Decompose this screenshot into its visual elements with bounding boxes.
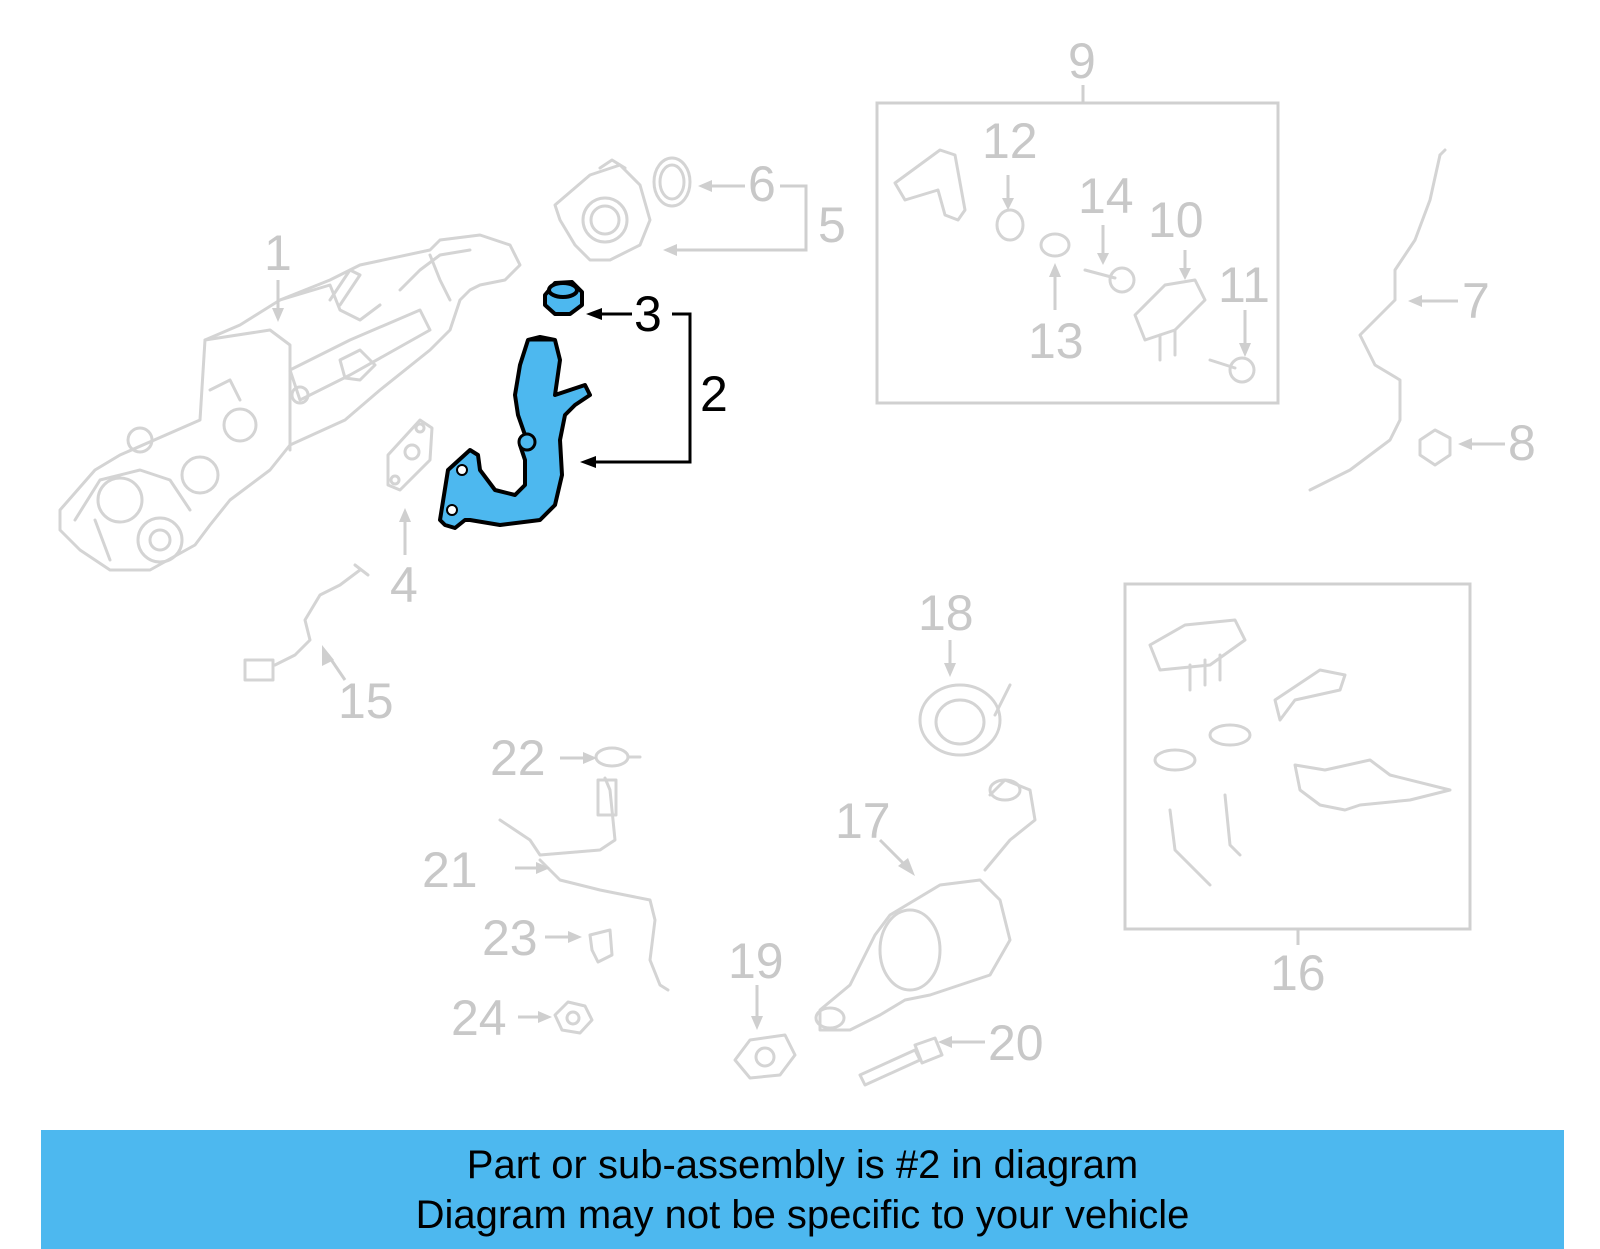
callout-4: 4 — [390, 557, 418, 613]
callout-11: 11 — [1218, 257, 1270, 313]
part-5-housing — [553, 158, 652, 262]
callout-14: 14 — [1078, 168, 1134, 224]
callout-leaders — [272, 85, 1505, 1048]
part-22-clamp — [594, 746, 642, 768]
callout-3: 3 — [634, 286, 662, 342]
callout-leaders-highlighted — [580, 308, 692, 468]
part-6-o-ring — [652, 156, 692, 208]
part-16-kit-contents — [1148, 618, 1452, 887]
callout-23: 23 — [482, 910, 538, 966]
callout-17: 17 — [835, 793, 891, 849]
callout-1: 1 — [264, 225, 292, 281]
part-7-tube — [1308, 148, 1447, 492]
callout-numbers: 1 2 3 4 5 6 7 8 9 10 11 12 13 14 15 16 1… — [264, 33, 1536, 1071]
part-19-gasket — [733, 1033, 797, 1080]
callout-6: 6 — [748, 156, 776, 212]
callout-24: 24 — [451, 990, 507, 1046]
callout-15: 15 — [338, 673, 394, 729]
part-3-cap — [543, 280, 584, 316]
part-4-gasket — [386, 418, 434, 492]
part-16-kit-box — [1123, 582, 1472, 931]
callout-21: 21 — [422, 842, 478, 898]
callout-12: 12 — [982, 113, 1038, 169]
callout-7: 7 — [1462, 273, 1490, 329]
part-8-nut — [1418, 428, 1452, 467]
info-banner: Part or sub-assembly is #2 in diagram Di… — [41, 1130, 1564, 1249]
part-18-ring — [918, 683, 1012, 757]
part-21-tube — [498, 776, 670, 992]
part-9-kit-box — [875, 101, 1280, 405]
callout-20: 20 — [988, 1015, 1044, 1071]
callout-5: 5 — [818, 197, 846, 253]
callout-22: 22 — [490, 730, 546, 786]
banner-line-1: Part or sub-assembly is #2 in diagram — [466, 1142, 1139, 1187]
callout-10: 10 — [1148, 192, 1204, 248]
part-15-sensor — [243, 563, 370, 682]
callout-8: 8 — [1508, 415, 1536, 471]
part-1-egr-cooler — [58, 233, 522, 572]
callout-16: 16 — [1270, 945, 1326, 1001]
banner-line-2: Diagram may not be specific to your vehi… — [415, 1192, 1190, 1237]
callout-2: 2 — [700, 366, 728, 422]
part-2-egr-tube — [438, 335, 592, 530]
part-20-bolt — [858, 1036, 944, 1087]
callout-13: 13 — [1028, 313, 1084, 369]
part-24-nut — [553, 1000, 594, 1035]
part-17-converter — [814, 778, 1037, 1032]
callout-19: 19 — [728, 933, 784, 989]
callout-9: 9 — [1068, 33, 1096, 89]
part-9-kit-contents — [893, 148, 1256, 384]
part-23-clip — [588, 928, 614, 964]
callout-18: 18 — [918, 585, 974, 641]
